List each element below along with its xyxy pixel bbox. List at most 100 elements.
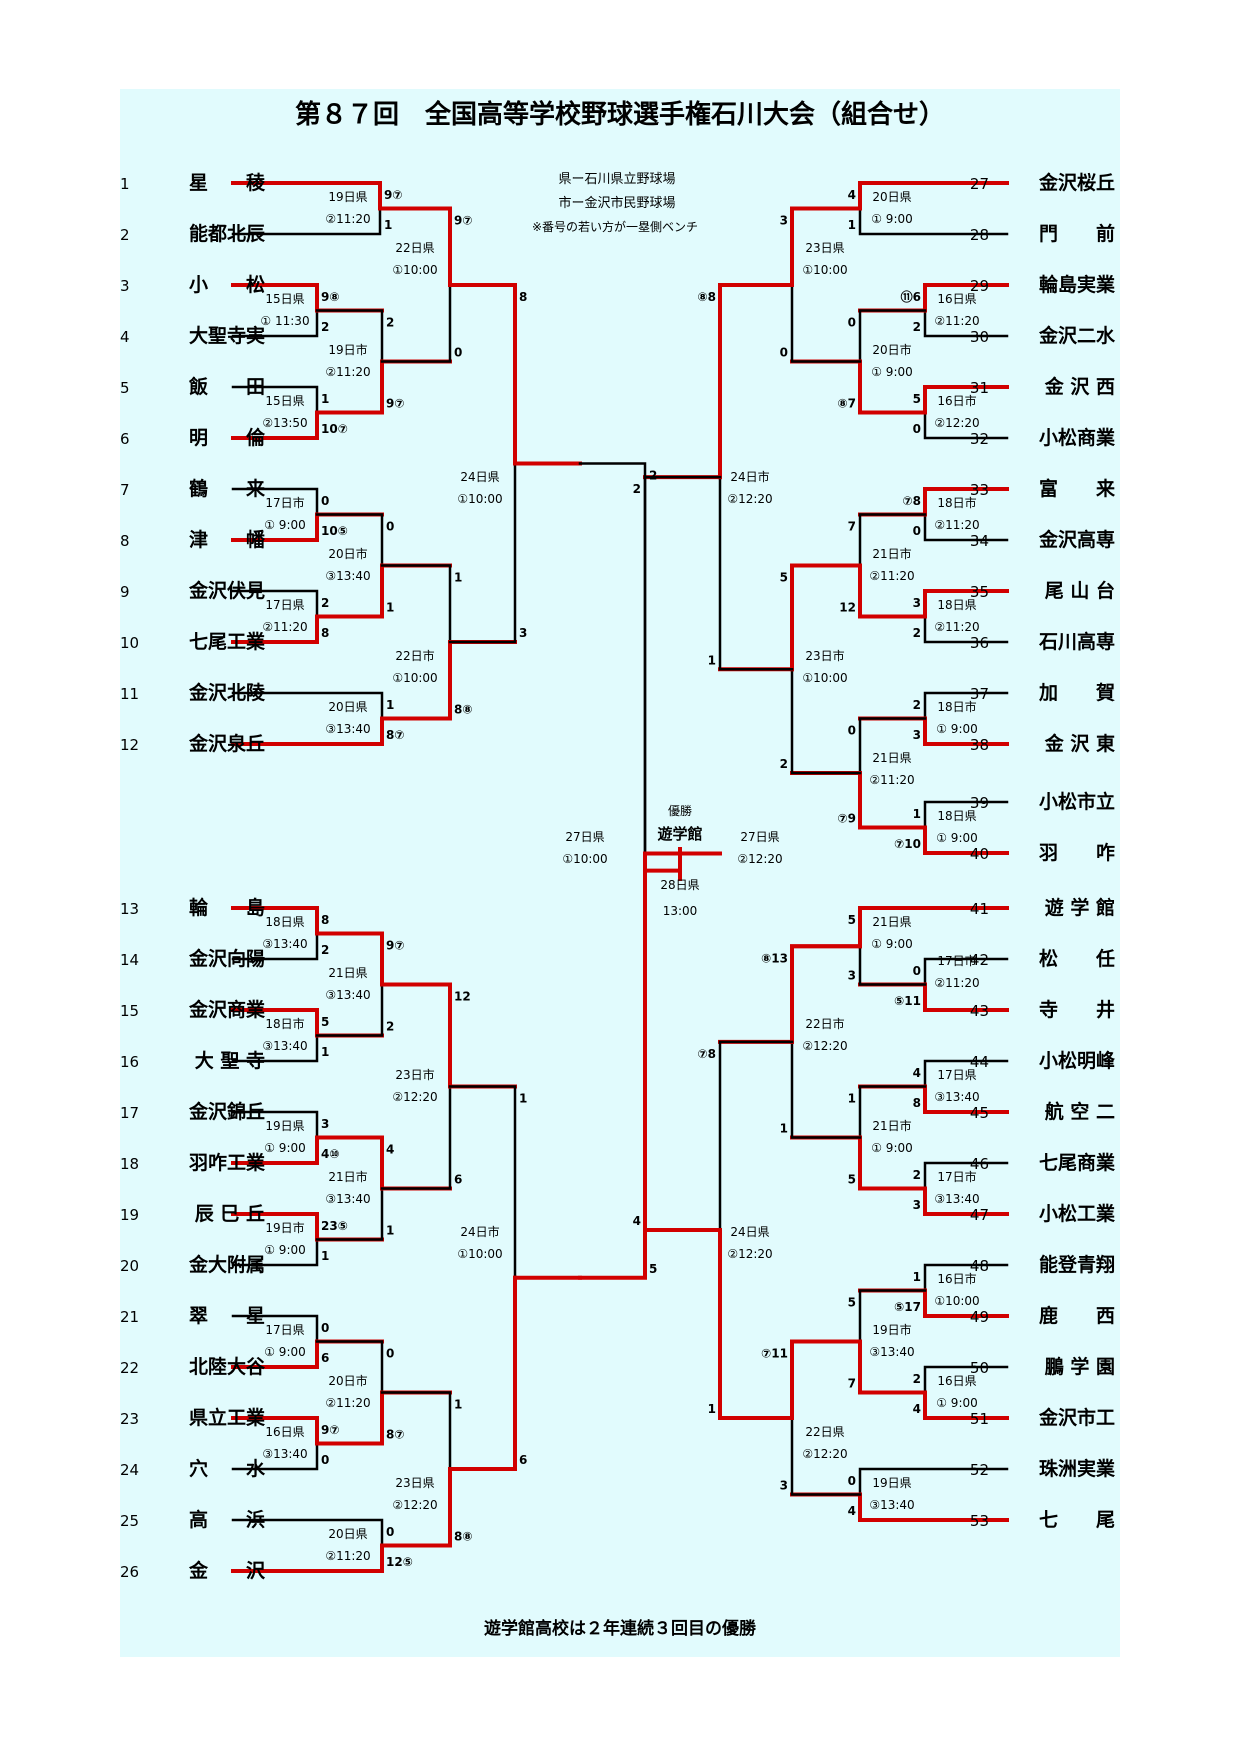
team-number: 6	[120, 430, 130, 448]
match-time: ① 9:00	[936, 722, 978, 736]
score-lower: 3	[913, 728, 921, 742]
score-lower: 8⑧	[454, 1530, 473, 1544]
match-time: ②11:20	[934, 518, 979, 532]
team-number: 17	[120, 1104, 139, 1122]
match-date: 17日県	[265, 1323, 304, 1337]
match-time: ① 9:00	[264, 1345, 306, 1359]
score-lower: ⑦10	[894, 837, 921, 851]
score-upper: 9⑦	[386, 939, 405, 953]
team-number: 34	[970, 532, 989, 550]
match-time: ②11:20	[325, 1396, 370, 1410]
score-upper: 0	[848, 316, 856, 330]
score-upper: 2	[321, 596, 329, 610]
team-number: 41	[970, 900, 989, 918]
team-number: 24	[120, 1461, 139, 1479]
team-name: 金沢市工	[1038, 1406, 1115, 1429]
score-upper: 1	[321, 392, 329, 406]
team-name: 金沢伏見	[188, 579, 265, 602]
match-time: ① 9:00	[871, 365, 913, 379]
team-number: 27	[970, 175, 989, 193]
team-name: 小松市立	[1039, 790, 1115, 813]
score-lower: 3	[780, 1479, 788, 1493]
team-name: 大聖寺実	[189, 324, 265, 347]
score-upper: 9⑦	[384, 188, 403, 202]
score-upper: 5	[780, 571, 788, 585]
score-upper: 2	[913, 698, 921, 712]
team-number: 12	[120, 736, 139, 754]
match-time: ①10:00	[392, 263, 437, 277]
match-line-lower	[790, 283, 862, 363]
match-date: 19日市	[328, 342, 367, 357]
match-line-lower	[231, 512, 319, 542]
score-upper: 1	[454, 571, 462, 585]
venue-note-city: 市ー金沢市民野球場	[558, 195, 675, 211]
team-name: 金 沢 東	[1044, 732, 1115, 755]
match-line-upper	[315, 1135, 384, 1191]
match-date: 20日県	[872, 190, 911, 204]
match-line-upper	[923, 1263, 1009, 1292]
match-time: ①10:00	[934, 1294, 979, 1308]
team-number: 29	[970, 277, 989, 295]
match-line-lower	[448, 1275, 517, 1471]
score-upper: ⑧13	[761, 951, 788, 965]
match-date: 17日市	[937, 1169, 976, 1184]
team-number: 18	[120, 1155, 139, 1173]
score-lower: 10⑤	[321, 524, 348, 538]
match-time: ③13:40	[325, 1192, 370, 1206]
match-date: 23日県	[805, 241, 844, 255]
score-upper: 0	[386, 1525, 394, 1539]
match-time: ①10:00	[562, 852, 607, 866]
match-time: ① 9:00	[936, 831, 978, 845]
match-line-upper	[858, 906, 1009, 949]
team-number: 46	[970, 1155, 989, 1173]
match-time: ②11:20	[325, 365, 370, 379]
match-date: 21日市	[872, 1118, 911, 1133]
match-date: 16日市	[937, 1271, 976, 1286]
team-number: 28	[970, 226, 989, 244]
score-upper: 9⑦	[321, 1423, 340, 1437]
team-number: 49	[970, 1308, 989, 1326]
score-lower: 4	[913, 1402, 921, 1416]
score-upper: 9⑧	[321, 290, 340, 304]
score-lower: 8	[913, 1096, 921, 1110]
match-date: 20日県	[328, 1527, 367, 1541]
match-line-upper	[718, 283, 794, 480]
match-line-lower	[231, 1034, 319, 1063]
score-lower: 4	[633, 1214, 641, 1228]
team-name: 小 松	[189, 273, 265, 296]
match-line-lower	[231, 1238, 319, 1267]
match-line-upper	[923, 385, 1009, 415]
team-number: 7	[120, 481, 130, 499]
match-line-upper	[231, 1212, 319, 1242]
match-date: 18日市	[937, 699, 976, 714]
score-lower: ⑧7	[837, 397, 856, 411]
score-upper: 2	[913, 1168, 921, 1182]
match-line-lower	[923, 982, 1009, 1012]
match-line-upper	[923, 589, 1009, 619]
team-number: 53	[970, 1512, 989, 1530]
team-name: 翠 星	[189, 1305, 265, 1327]
team-number: 9	[120, 583, 130, 601]
team-number: 3	[120, 277, 130, 295]
team-name: 金 沢 西	[1044, 375, 1115, 398]
score-upper: 0	[321, 1321, 329, 1335]
score-lower: 1	[386, 601, 394, 615]
match-time: ① 9:00	[936, 1396, 978, 1410]
match-line-upper	[858, 181, 1009, 211]
score-lower: 7	[848, 1377, 856, 1391]
match-line-upper	[231, 691, 384, 720]
score-lower: 1	[384, 218, 392, 232]
team-number: 44	[970, 1053, 989, 1071]
match-date: 21日県	[328, 966, 367, 980]
score-lower: 12	[839, 601, 856, 615]
match-time: ②12:20	[934, 416, 979, 430]
score-lower: 3	[519, 626, 527, 640]
match-time: ③13:40	[869, 1345, 914, 1359]
team-name: 県立工業	[189, 1406, 266, 1429]
match-time: ① 9:00	[264, 1141, 306, 1155]
match-line-lower	[790, 1416, 862, 1496]
team-name: 金沢高専	[1038, 528, 1115, 551]
score-upper: 4	[913, 1066, 921, 1080]
match-date: 20日県	[328, 700, 367, 714]
match-line-upper	[923, 1365, 1009, 1394]
